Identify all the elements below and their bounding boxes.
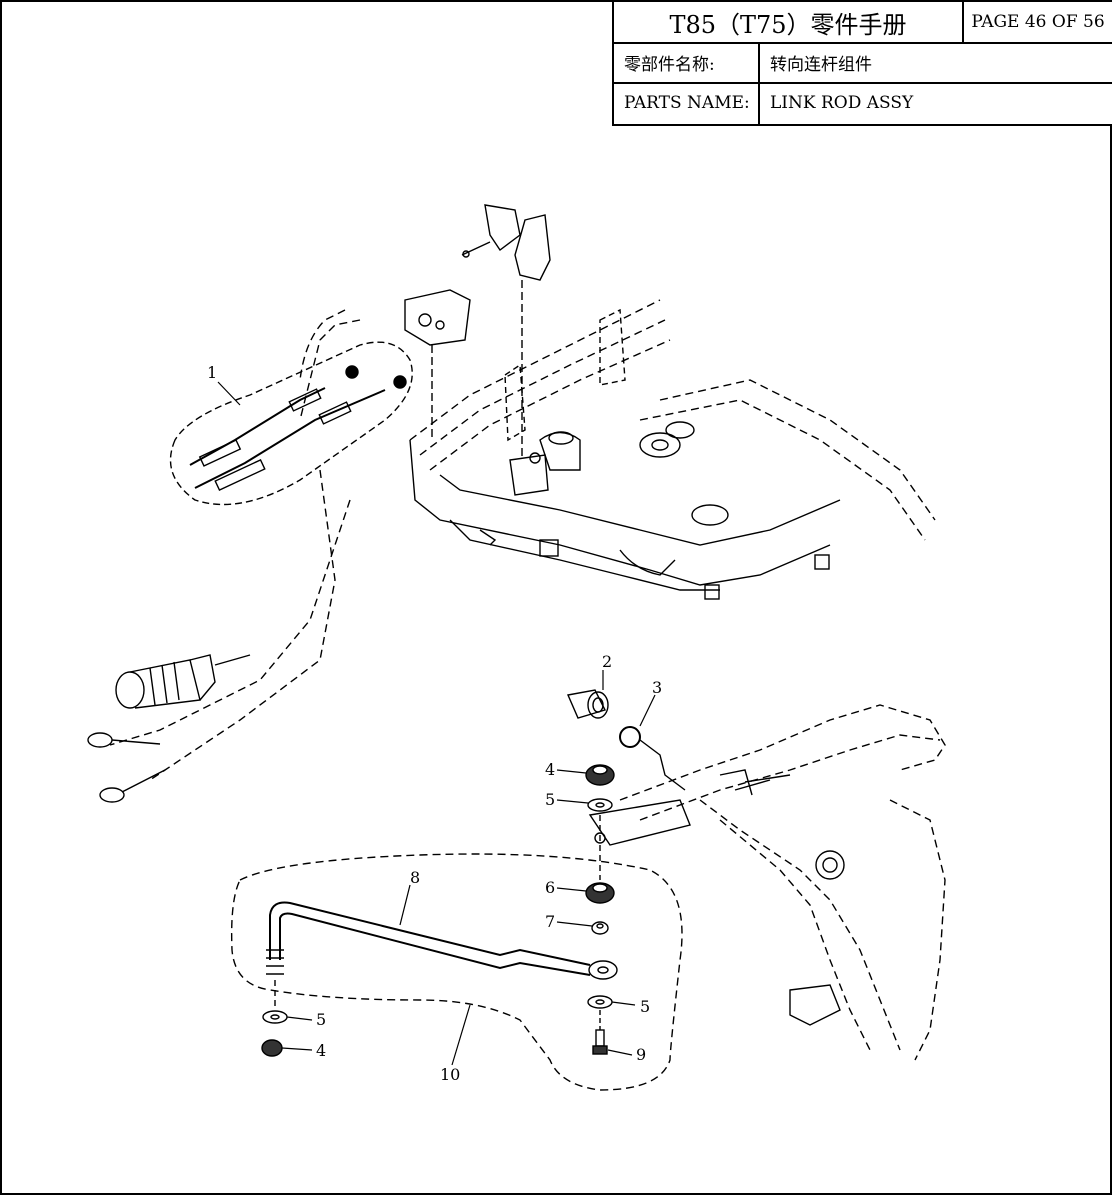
title-row: T85（T75）零件手册 PAGE 46 OF 56 [614, 2, 1112, 44]
engine-mount-bracket [409, 299, 936, 600]
callout-7: 7 [545, 912, 555, 931]
callout-6: 6 [545, 878, 555, 897]
manual-title: T85（T75）零件手册 [614, 2, 964, 42]
switch-bracket-parts [404, 204, 551, 496]
callout-4-upper: 4 [545, 760, 555, 779]
part-1-cable-group [109, 309, 413, 781]
callout-2: 2 [602, 652, 612, 671]
cable-connector-and-terminals [87, 654, 251, 803]
part-name-cn-value: 转向连杆组件 [770, 54, 872, 75]
part-9-bolt [592, 1010, 608, 1055]
leader-lines [217, 381, 656, 1066]
callout-5-right: 5 [640, 997, 650, 1016]
part-name-cn-row: 零部件名称: 转向连杆组件 [614, 42, 1112, 84]
part-10-kit-outline [231, 853, 683, 1091]
part-name-en-row: PARTS NAME: LINK ROD ASSY [614, 82, 1112, 124]
page-indicator: PAGE 46 OF 56 [971, 12, 1105, 32]
part-name-en-label: PARTS NAME: [614, 82, 760, 124]
part-4-nut-left [261, 1039, 283, 1057]
part-5-washer-right [587, 995, 613, 1009]
steering-bracket-assembly [588, 704, 946, 1061]
part-6-nut-lower [585, 882, 615, 904]
callout-3: 3 [652, 678, 662, 697]
part-5-washer-upper [587, 798, 613, 812]
part-4-nut-upper [585, 764, 615, 786]
part-8-link-rod [266, 901, 618, 1010]
part-name-cn-label: 零部件名称: [614, 42, 760, 82]
callout-4-left: 4 [316, 1041, 326, 1060]
part-7-spacer [591, 921, 609, 935]
callout-5-upper: 5 [545, 790, 555, 809]
callout-9: 9 [636, 1045, 646, 1064]
part-2-bushing [567, 689, 609, 719]
part-3-o-ring [619, 726, 686, 791]
part-name-en-value: LINK ROD ASSY [770, 93, 914, 113]
callout-5-left: 5 [316, 1010, 326, 1029]
callout-1: 1 [207, 363, 217, 382]
title-block: T85（T75）零件手册 PAGE 46 OF 56 零部件名称: 转向连杆组件… [612, 2, 1112, 126]
callout-10: 10 [440, 1065, 460, 1084]
callout-8: 8 [410, 868, 420, 887]
part-5-washer-left [262, 1010, 288, 1024]
